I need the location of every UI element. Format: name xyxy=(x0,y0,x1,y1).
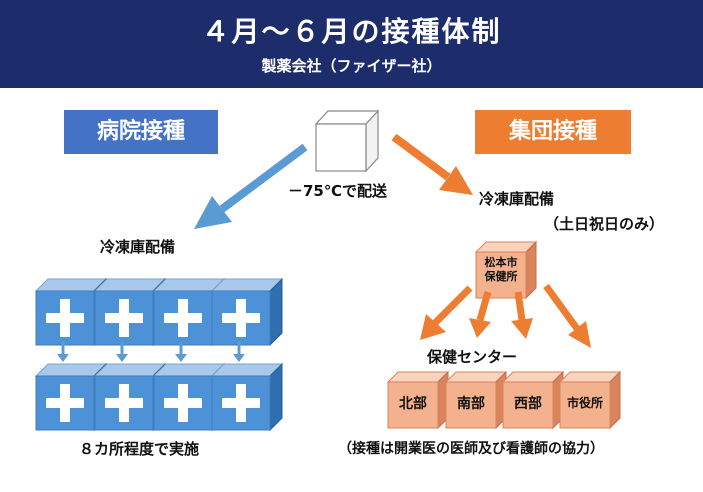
arrow-to-group xyxy=(391,133,473,195)
header-banner: ４月～６月の接種体制 製薬会社（ファイザー社） xyxy=(0,0,703,88)
health-center-label: 松本市 保健所 xyxy=(476,256,526,284)
center-city-hall-label: 市役所 xyxy=(566,396,603,410)
center-north-label: 北部 xyxy=(399,396,427,412)
down-arrows xyxy=(57,342,245,362)
center-south-label: 南部 xyxy=(457,396,485,412)
health-center-office: 保健所 xyxy=(484,270,518,283)
page-title: ４月～６月の接種体制 xyxy=(201,15,502,48)
hospital-sites-label: ８カ所程度で実施 xyxy=(79,440,200,458)
hospital-vaccination-badge: 病院接種 xyxy=(64,110,218,154)
shipping-label: －75℃で配送 xyxy=(288,182,388,200)
health-centers-label: 保健センター xyxy=(427,348,518,366)
page-subtitle: 製薬会社（ファイザー社） xyxy=(261,57,442,75)
center-west-label: 西部 xyxy=(514,396,542,412)
hospital-storage-label: 冷凍庫配備 xyxy=(100,238,176,256)
cooperation-note: （接種は開業医の医師及び看護師の協力） xyxy=(338,441,604,457)
shipping-box-icon xyxy=(314,109,380,173)
hospital-freezer-icon xyxy=(211,278,283,346)
health-center-city: 松本市 xyxy=(484,256,518,269)
hospital-site-icon xyxy=(211,363,283,431)
weekend-only-label: （土日祝日のみ） xyxy=(544,215,665,233)
group-storage-label: 冷凍庫配備 xyxy=(479,190,555,208)
group-vaccination-badge: 集団接種 xyxy=(475,110,631,154)
branch-arrows xyxy=(420,283,591,348)
arrow-to-hospital xyxy=(194,143,308,229)
